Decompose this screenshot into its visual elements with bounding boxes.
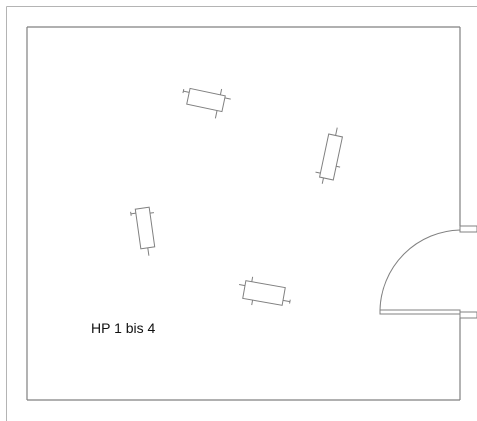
outer-frame [6, 6, 477, 421]
devices-label: HP 1 bis 4 [91, 320, 156, 336]
door-jambs [459, 225, 477, 319]
device-hp-2 [315, 127, 344, 184]
device-hp-4 [239, 276, 291, 306]
device-hp-3 [130, 206, 156, 256]
room-walls [26, 26, 461, 401]
device-hp-1 [182, 87, 231, 119]
door [379, 229, 461, 315]
